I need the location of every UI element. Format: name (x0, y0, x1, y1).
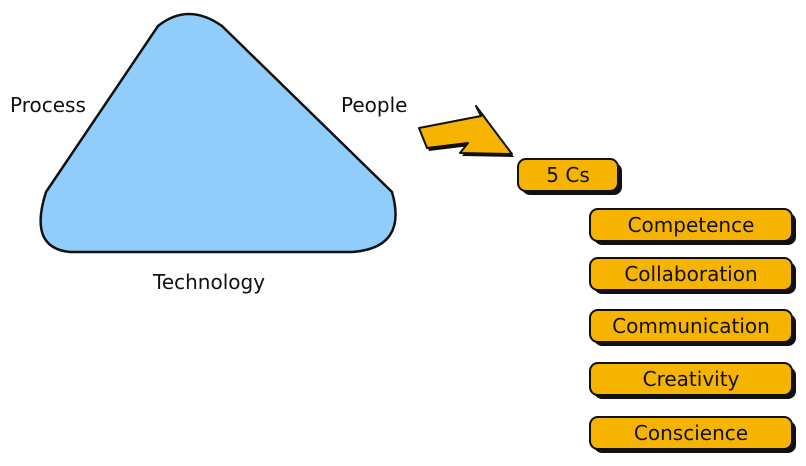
item-box-collaboration (589, 257, 796, 294)
item-box-creativity (589, 362, 796, 399)
item-box-communication (589, 309, 796, 346)
item-label-creativity: Creativity (642, 367, 740, 391)
arrow-icon (418, 105, 514, 157)
five-cs-heading: 5 Cs (546, 163, 590, 187)
five-cs-box (517, 158, 622, 195)
item-label-communication: Communication (612, 314, 770, 338)
item-box-competence (589, 208, 796, 245)
label-people: People (341, 93, 408, 117)
item-label-conscience: Conscience (633, 421, 749, 445)
item-box-conscience (589, 416, 796, 453)
item-label-collaboration: Collaboration (624, 262, 758, 286)
triangle-shape (39, 12, 397, 254)
label-process: Process (10, 93, 86, 117)
label-technology: Technology (153, 270, 266, 294)
item-label-competence: Competence (627, 213, 755, 237)
